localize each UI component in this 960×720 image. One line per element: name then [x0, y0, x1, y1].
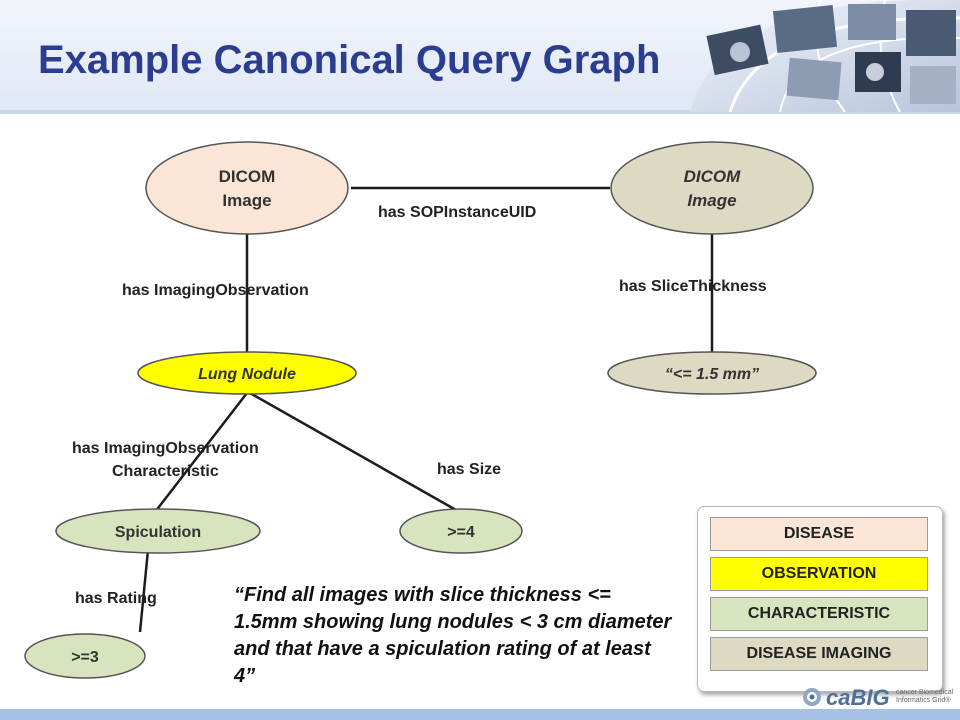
legend-item-disease-imaging: DISEASE IMAGING: [710, 637, 928, 671]
slice-thickness-value-node: “<= 1.5 mm”: [607, 351, 817, 395]
svg-text:>=4: >=4: [447, 524, 475, 541]
dicom-image-node-2: DICOM Image: [610, 141, 814, 235]
svg-text:DICOM: DICOM: [219, 167, 276, 186]
edge-label-imagingobservation-characteristic: has ImagingObservation Characteristic: [72, 437, 259, 483]
legend: DISEASE OBSERVATION CHARACTERISTIC DISEA…: [697, 506, 943, 692]
footer-bar: [0, 709, 960, 720]
edge-size: [249, 391, 457, 512]
rating-value-node: >=3: [24, 633, 146, 679]
header-divider: [0, 110, 960, 114]
lung-nodule-node: Lung Nodule: [137, 351, 357, 395]
cabig-logo: caBIG cancer Biomedical Informatics Grid…: [800, 685, 953, 710]
query-description-quote: “Find all images with slice thickness <=…: [234, 584, 672, 687]
dicom-image-node-1: DICOM Image: [145, 141, 349, 235]
edge-rating: [138, 549, 150, 633]
legend-item-disease: DISEASE: [710, 517, 928, 551]
legend-item-observation: OBSERVATION: [710, 557, 928, 591]
spiculation-node: Spiculation: [55, 508, 261, 554]
edge-imagingobservation-characteristic: [154, 392, 248, 513]
edge-label-sopinstanceuid: has SOPInstanceUID: [378, 204, 537, 221]
cabig-logo-tagline: cancer Biomedical Informatics Grid®: [896, 689, 954, 704]
size-value-node: >=4: [399, 508, 523, 554]
edge-label-size: has Size: [437, 461, 502, 478]
svg-text:“<= 1.5 mm”: “<= 1.5 mm”: [665, 366, 759, 383]
svg-text:Image: Image: [222, 191, 271, 210]
cabig-logo-name: caBIG: [826, 685, 890, 710]
svg-text:Spiculation: Spiculation: [115, 524, 201, 541]
slide-title: Example Canonical Query Graph: [38, 38, 661, 82]
edge-label-imagingobservation: has ImagingObservation: [122, 282, 309, 299]
globe-collage-graphic: [690, 0, 960, 112]
edge-label-line-1: has ImagingObservation: [72, 440, 259, 457]
svg-text:Image: Image: [687, 191, 736, 210]
legend-item-characteristic: CHARACTERISTIC: [710, 597, 928, 631]
graph-edges: [138, 186, 714, 633]
edge-label-line-2: Characteristic: [112, 463, 219, 480]
cabig-logo-mark-icon: [803, 688, 821, 706]
svg-text:>=3: >=3: [71, 649, 99, 666]
svg-text:DICOM: DICOM: [684, 167, 742, 186]
svg-text:Lung Nodule: Lung Nodule: [198, 366, 296, 383]
edge-label-rating: has Rating: [75, 590, 157, 607]
edge-label-slicethickness: has SliceThickness: [619, 278, 767, 295]
